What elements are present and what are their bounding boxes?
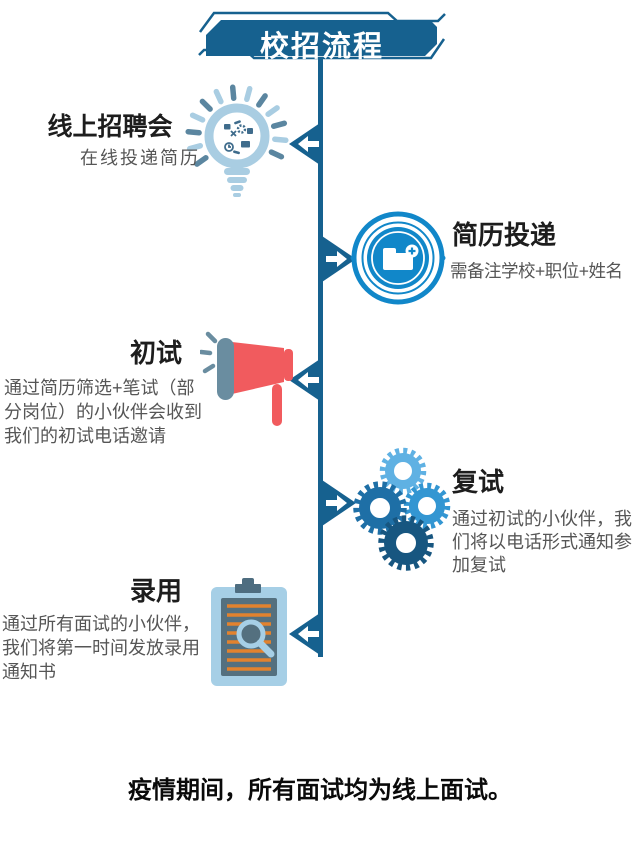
gears-icon xyxy=(353,447,451,571)
bulb-base xyxy=(224,168,250,197)
arrow-glyph xyxy=(326,251,347,267)
timeline-arrow-left-3 xyxy=(289,611,323,657)
gear-top-light xyxy=(379,447,427,495)
megaphone-handle xyxy=(272,384,282,426)
banner-plate xyxy=(206,20,437,56)
gear-right-mid xyxy=(403,482,451,530)
badge-inner-ring xyxy=(371,231,425,285)
sound-dashes xyxy=(200,331,218,374)
clipboard-clip xyxy=(235,578,261,593)
step-title-online-job-fair: 线上招聘会 xyxy=(47,113,173,141)
step-desc-second-interview: 通过初试的小伙伴，我 们将以电话形式通知参 加复试 xyxy=(452,509,632,575)
step-desc-resume-submission: 需备注学校+职位+姓名 xyxy=(450,261,623,281)
step-title-first-interview: 初试 xyxy=(129,338,182,368)
timeline-arrow-left-1 xyxy=(289,121,323,167)
footer-note: 疫情期间，所有面试均为线上面试。 xyxy=(128,777,512,804)
step-title-hired: 录用 xyxy=(129,576,182,606)
banner-title: 校招流程 xyxy=(259,31,384,63)
megaphone-bell xyxy=(217,338,234,400)
clipboard-search-icon xyxy=(211,578,287,686)
megaphone-cap xyxy=(284,349,293,381)
magnifier-glyph xyxy=(236,619,275,658)
bulb-inner-mini-icons xyxy=(224,120,253,155)
arrow-glyph xyxy=(298,626,319,642)
timeline-line xyxy=(318,58,323,657)
badge-outer-ring xyxy=(351,211,445,305)
timeline-arrow-left-2 xyxy=(289,357,323,403)
gear-left-deep xyxy=(353,481,407,535)
arrow-glyph xyxy=(326,495,347,511)
step-desc-online-job-fair: 在线投递简历 xyxy=(80,148,200,168)
gear-bottom-dark xyxy=(378,515,434,571)
banner-shape xyxy=(198,11,446,60)
step-desc-first-interview: 通过简历筛选+笔试（部 分岗位）的小伙伴会收到 我们的初试电话邀请 xyxy=(4,378,202,446)
megaphone-horn xyxy=(232,342,284,394)
folder-glyph xyxy=(383,244,419,270)
timeline-arrow-right-1 xyxy=(322,236,356,282)
lightbulb-icon xyxy=(185,84,289,197)
folder-plus-badge-icon xyxy=(350,211,446,305)
step-title-resume-submission: 简历投递 xyxy=(452,220,557,250)
step-desc-hired: 通过所有面试的小伙伴， 我们将第一时间发放录用 通知书 xyxy=(2,614,200,682)
arrow-glyph xyxy=(298,136,319,152)
timeline-arrow-right-2 xyxy=(322,480,356,526)
banner-top-accent-line xyxy=(198,11,446,33)
arrow-glyph xyxy=(298,372,319,388)
lightbulb-rays xyxy=(185,84,289,167)
bulb-glass xyxy=(204,103,270,169)
megaphone-icon xyxy=(200,331,293,426)
badge-mid-ring xyxy=(361,221,435,295)
step-title-second-interview: 复试 xyxy=(452,467,505,497)
